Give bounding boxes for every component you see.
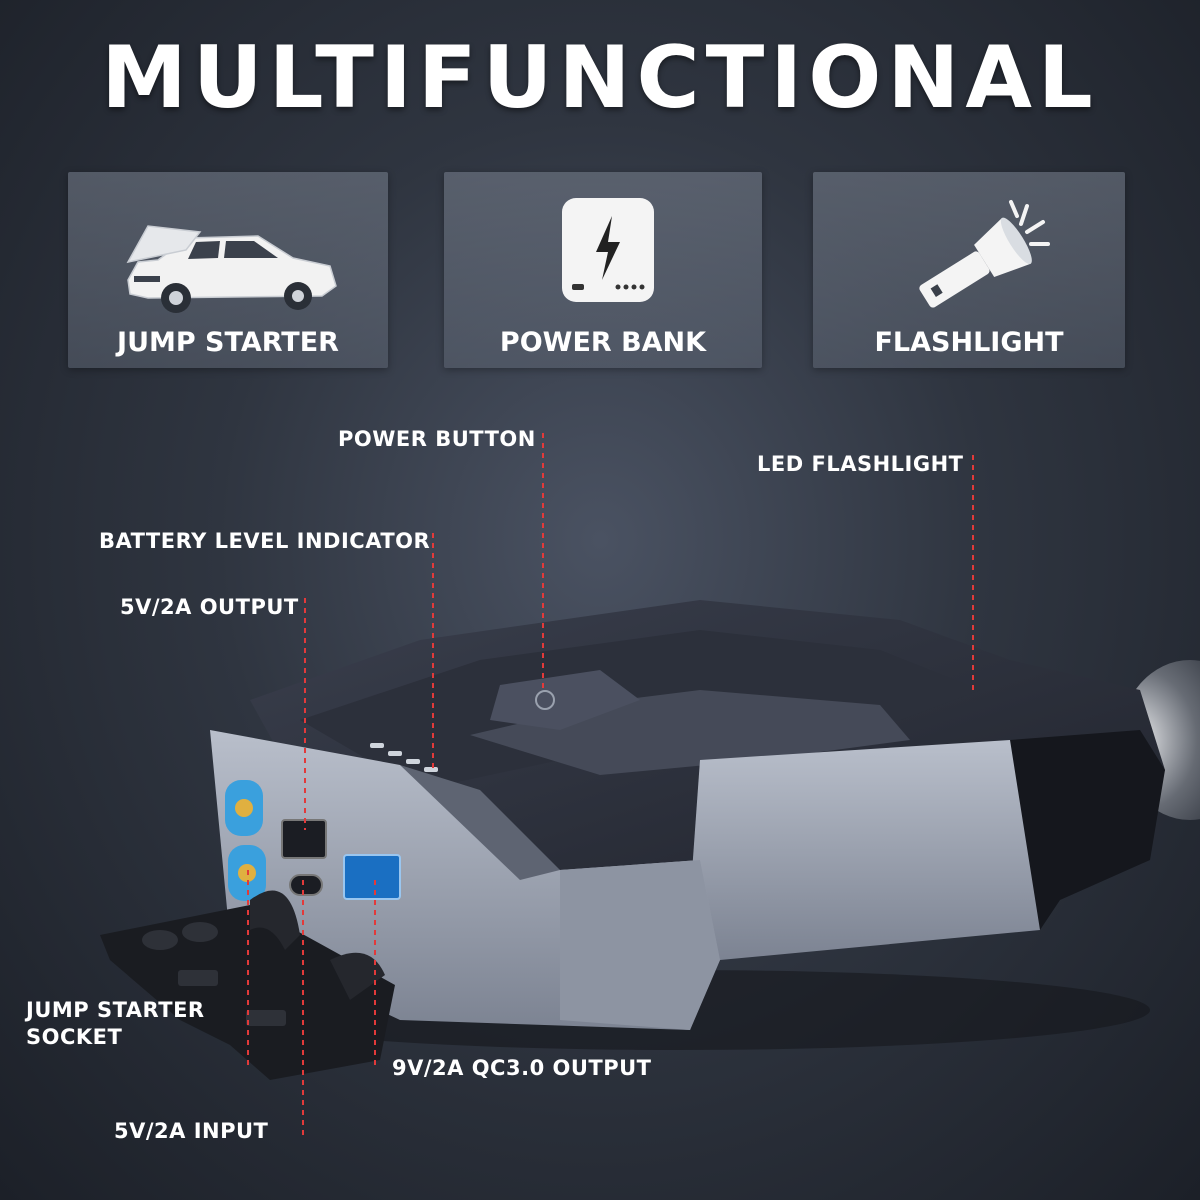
feature-label-power-bank: POWER BANK xyxy=(499,327,707,358)
feature-card-jump-starter: JUMP STARTER xyxy=(68,172,388,368)
feature-label-jump-starter: JUMP STARTER xyxy=(117,327,339,358)
headline: MULTIFUNCTIONAL xyxy=(101,28,1099,128)
power-bank-icon xyxy=(562,198,654,302)
callout-jump-starter-socket: JUMP STARTER SOCKET xyxy=(26,997,205,1051)
callout-jump-starter-socket-line1: JUMP STARTER xyxy=(26,998,205,1022)
power-icon xyxy=(535,690,555,710)
usb-5v2a-output-port xyxy=(281,819,327,859)
callout-led-flashlight: LED FLASHLIGHT xyxy=(757,452,964,476)
callout-5v2a-input: 5V/2A INPUT xyxy=(114,1119,269,1143)
callout-battery-level-indicator: BATTERY LEVEL INDICATOR xyxy=(99,529,431,553)
callout-qc30-output: 9V/2A QC3.0 OUTPUT xyxy=(392,1056,652,1080)
feature-card-power-bank: POWER BANK xyxy=(444,172,762,368)
side-panel xyxy=(690,740,1060,960)
feature-card-flashlight: FLASHLIGHT xyxy=(813,172,1125,368)
usb-qc30-output-port xyxy=(343,854,401,900)
battery-level-indicator xyxy=(370,743,438,772)
callout-5v2a-output: 5V/2A OUTPUT xyxy=(120,595,299,619)
flashlight-icon xyxy=(919,200,1050,308)
car-icon xyxy=(126,225,337,313)
callout-jump-starter-socket-line2: SOCKET xyxy=(26,1025,123,1049)
callout-power-button: POWER BUTTON xyxy=(338,427,536,451)
usb-c-input-port xyxy=(289,874,323,896)
feature-label-flashlight: FLASHLIGHT xyxy=(874,327,1064,358)
power-button[interactable] xyxy=(490,670,640,730)
